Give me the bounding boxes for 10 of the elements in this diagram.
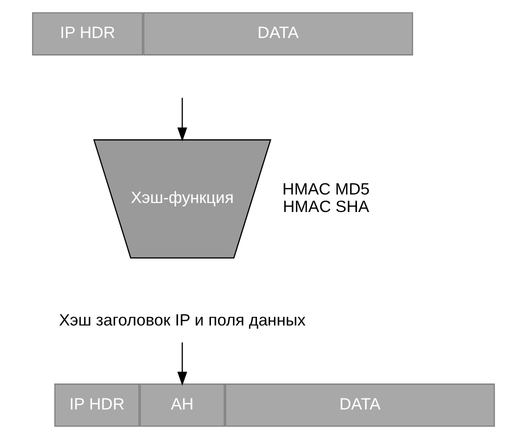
label: HMAC MD5 [282, 180, 370, 198]
node-box: AH [139, 384, 224, 427]
arrow [176, 342, 187, 386]
node-box: IP HDR [54, 384, 140, 427]
node-text: Хэш заголовок IP и поля данных [58, 311, 306, 330]
node-box: IP HDR [32, 12, 143, 56]
node-box: DATA [224, 384, 494, 427]
arrow [176, 98, 187, 142]
node-box: DATA [142, 12, 413, 56]
label: HMAC SHA [282, 198, 369, 216]
